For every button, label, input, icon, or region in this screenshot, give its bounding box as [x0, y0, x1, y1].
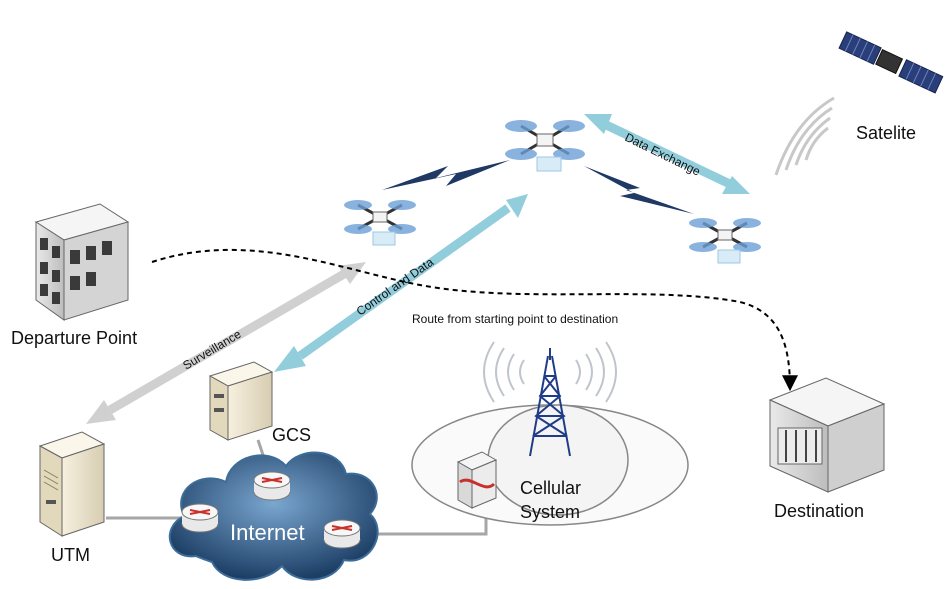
cellular-coverage-inner: [487, 404, 629, 516]
data-exchange-arrow: [584, 114, 750, 194]
drone-icon-top: [505, 120, 585, 172]
surveillance-label: Surveillance: [180, 327, 244, 373]
utm-label: UTM: [51, 545, 90, 565]
gcs-label: GCS: [272, 425, 311, 445]
gcs-server-icon: [208, 361, 274, 441]
internet-cloud-icon: [168, 451, 379, 581]
satellite-icon: [838, 31, 944, 94]
satellite-signal-icon: [774, 96, 835, 176]
destination-building-icon: [768, 377, 886, 493]
wireless-link-left: [382, 160, 510, 190]
route-path: [151, 248, 798, 392]
satellite-label: Satelite: [856, 123, 916, 143]
router-icon-right: [323, 519, 361, 549]
data-exchange-label: Data Exchange: [623, 130, 703, 179]
cell-tower-icon: [529, 348, 571, 457]
wireless-link-right: [584, 166, 694, 214]
cellular-label-line1: Cellular: [520, 478, 581, 498]
internet-label: Internet: [230, 520, 305, 545]
departure-building-icon: [34, 203, 130, 321]
destination-label: Destination: [774, 501, 864, 521]
utm-server-icon: [38, 431, 106, 537]
surveillance-arrow: [86, 262, 366, 424]
drone-icon-right: [689, 218, 761, 264]
departure-label: Departure Point: [11, 328, 137, 348]
router-icon-left: [181, 503, 219, 533]
route-label: Route from starting point to destination: [412, 312, 618, 326]
drone-icon-left: [344, 200, 416, 246]
cellular-gateway-icon: [456, 451, 498, 509]
router-icon-top: [253, 471, 291, 501]
cellular-label-line2: System: [520, 502, 580, 522]
tower-signal-icon: [483, 341, 617, 403]
control-data-label: Control and Data: [354, 255, 437, 319]
